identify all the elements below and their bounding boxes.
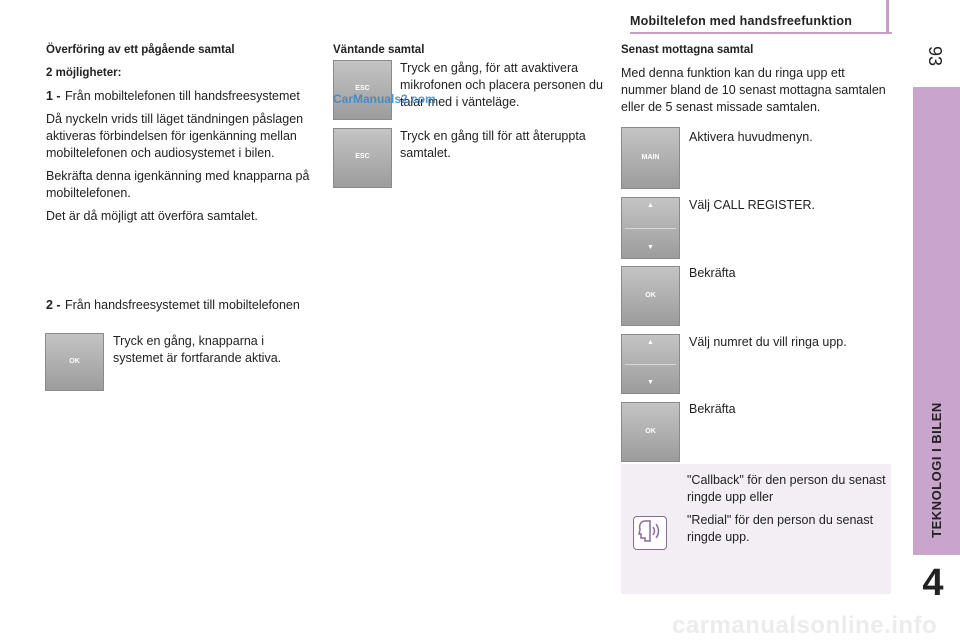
info-panel-text: "Callback" för den person du senast ring…: [687, 472, 889, 546]
arrow-down-icon: ▼: [647, 244, 654, 251]
esc-key-image: ESC: [333, 128, 392, 188]
step-text: Välj numret du vill ringa upp.: [689, 335, 847, 349]
section-heading: Överföring av ett pågående samtal: [46, 44, 235, 56]
list-item-number: 1 -: [46, 89, 61, 103]
step-text: Bekräfta: [689, 402, 736, 416]
list-item-text: Från handsfreesystemet till mobiltelefon…: [65, 298, 300, 312]
key-label: ESC: [355, 153, 370, 160]
section-subheading: 2 möjligheter:: [46, 67, 122, 79]
footer-watermark: carmanualsonline.info: [672, 612, 938, 639]
paragraph: Med denna funktion kan du ringa upp ett …: [621, 66, 886, 114]
step-text: Tryck en gång till för att återuppta sam…: [400, 129, 586, 160]
section-heading: Väntande samtal: [333, 42, 603, 59]
key-label: ESC: [355, 85, 370, 92]
arrow-keys-image: ▲ ▼: [621, 197, 680, 259]
voice-head-icon: [638, 520, 660, 542]
column-recent-calls: Senast mottagna samtal Med denna funktio…: [621, 42, 891, 116]
page-number: 93: [925, 45, 945, 67]
paragraph: Det är då möjligt att överföra samtalet.: [46, 209, 258, 223]
main-key-image: MAIN: [621, 127, 680, 189]
key-label: OK: [645, 292, 656, 299]
paragraph: "Callback" för den person du senast ring…: [687, 473, 886, 504]
section-heading-text: Väntande samtal: [333, 44, 425, 56]
voice-command-icon: [633, 516, 667, 550]
page-header-title: Mobiltelefon med handsfreefunktion: [630, 14, 853, 28]
paragraph: Bekräfta denna igenkänning med knapparna…: [46, 169, 310, 200]
chapter-side-tab: [913, 87, 960, 562]
paragraph: "Redial" för den person du senast ringde…: [687, 513, 874, 544]
paragraph: Då nyckeln vrids till läget tändningen p…: [46, 112, 304, 160]
step-text: Bekräfta: [689, 266, 736, 280]
chapter-label: TEKNOLOGI I BILEN: [929, 402, 944, 538]
esc-key-image: ESC: [333, 60, 392, 120]
chapter-number: 4: [922, 562, 944, 604]
ok-key-image: OK: [621, 402, 680, 462]
list-item: 1 - Från mobiltelefonen till handsfreesy…: [46, 88, 314, 105]
key-label: OK: [69, 358, 80, 365]
step-text: Välj CALL REGISTER.: [689, 198, 815, 212]
list-item: 2 - Från handsfreesystemet till mobiltel…: [46, 297, 314, 314]
chapter-number-box: [913, 555, 960, 640]
arrow-up-icon: ▲: [647, 202, 654, 209]
list-item-text: Från mobiltelefonen till handsfreesystem…: [65, 89, 300, 103]
arrow-keys-image: ▲ ▼: [621, 334, 680, 394]
section-heading: Senast mottagna samtal: [621, 44, 754, 56]
ok-key-image: OK: [621, 266, 680, 326]
ok-key-image: OK: [45, 333, 104, 391]
header-tick: [886, 0, 889, 32]
key-label: MAIN: [641, 154, 660, 161]
step-text: Aktivera huvudmenyn.: [689, 130, 813, 144]
column-transfer-call: Överföring av ett pågående samtal 2 möjl…: [46, 42, 314, 225]
watermark-logo: CarManuals2.com: [333, 92, 436, 106]
list-item-number: 2 -: [46, 298, 61, 312]
step-text: Tryck en gång, knapparna i systemet är f…: [113, 334, 282, 365]
step-text: Tryck en gång, för att avaktivera mikrof…: [400, 61, 603, 109]
arrow-up-icon: ▲: [647, 339, 654, 346]
key-label: OK: [645, 428, 656, 435]
header-rule: [630, 32, 892, 34]
arrow-down-icon: ▼: [647, 379, 654, 386]
